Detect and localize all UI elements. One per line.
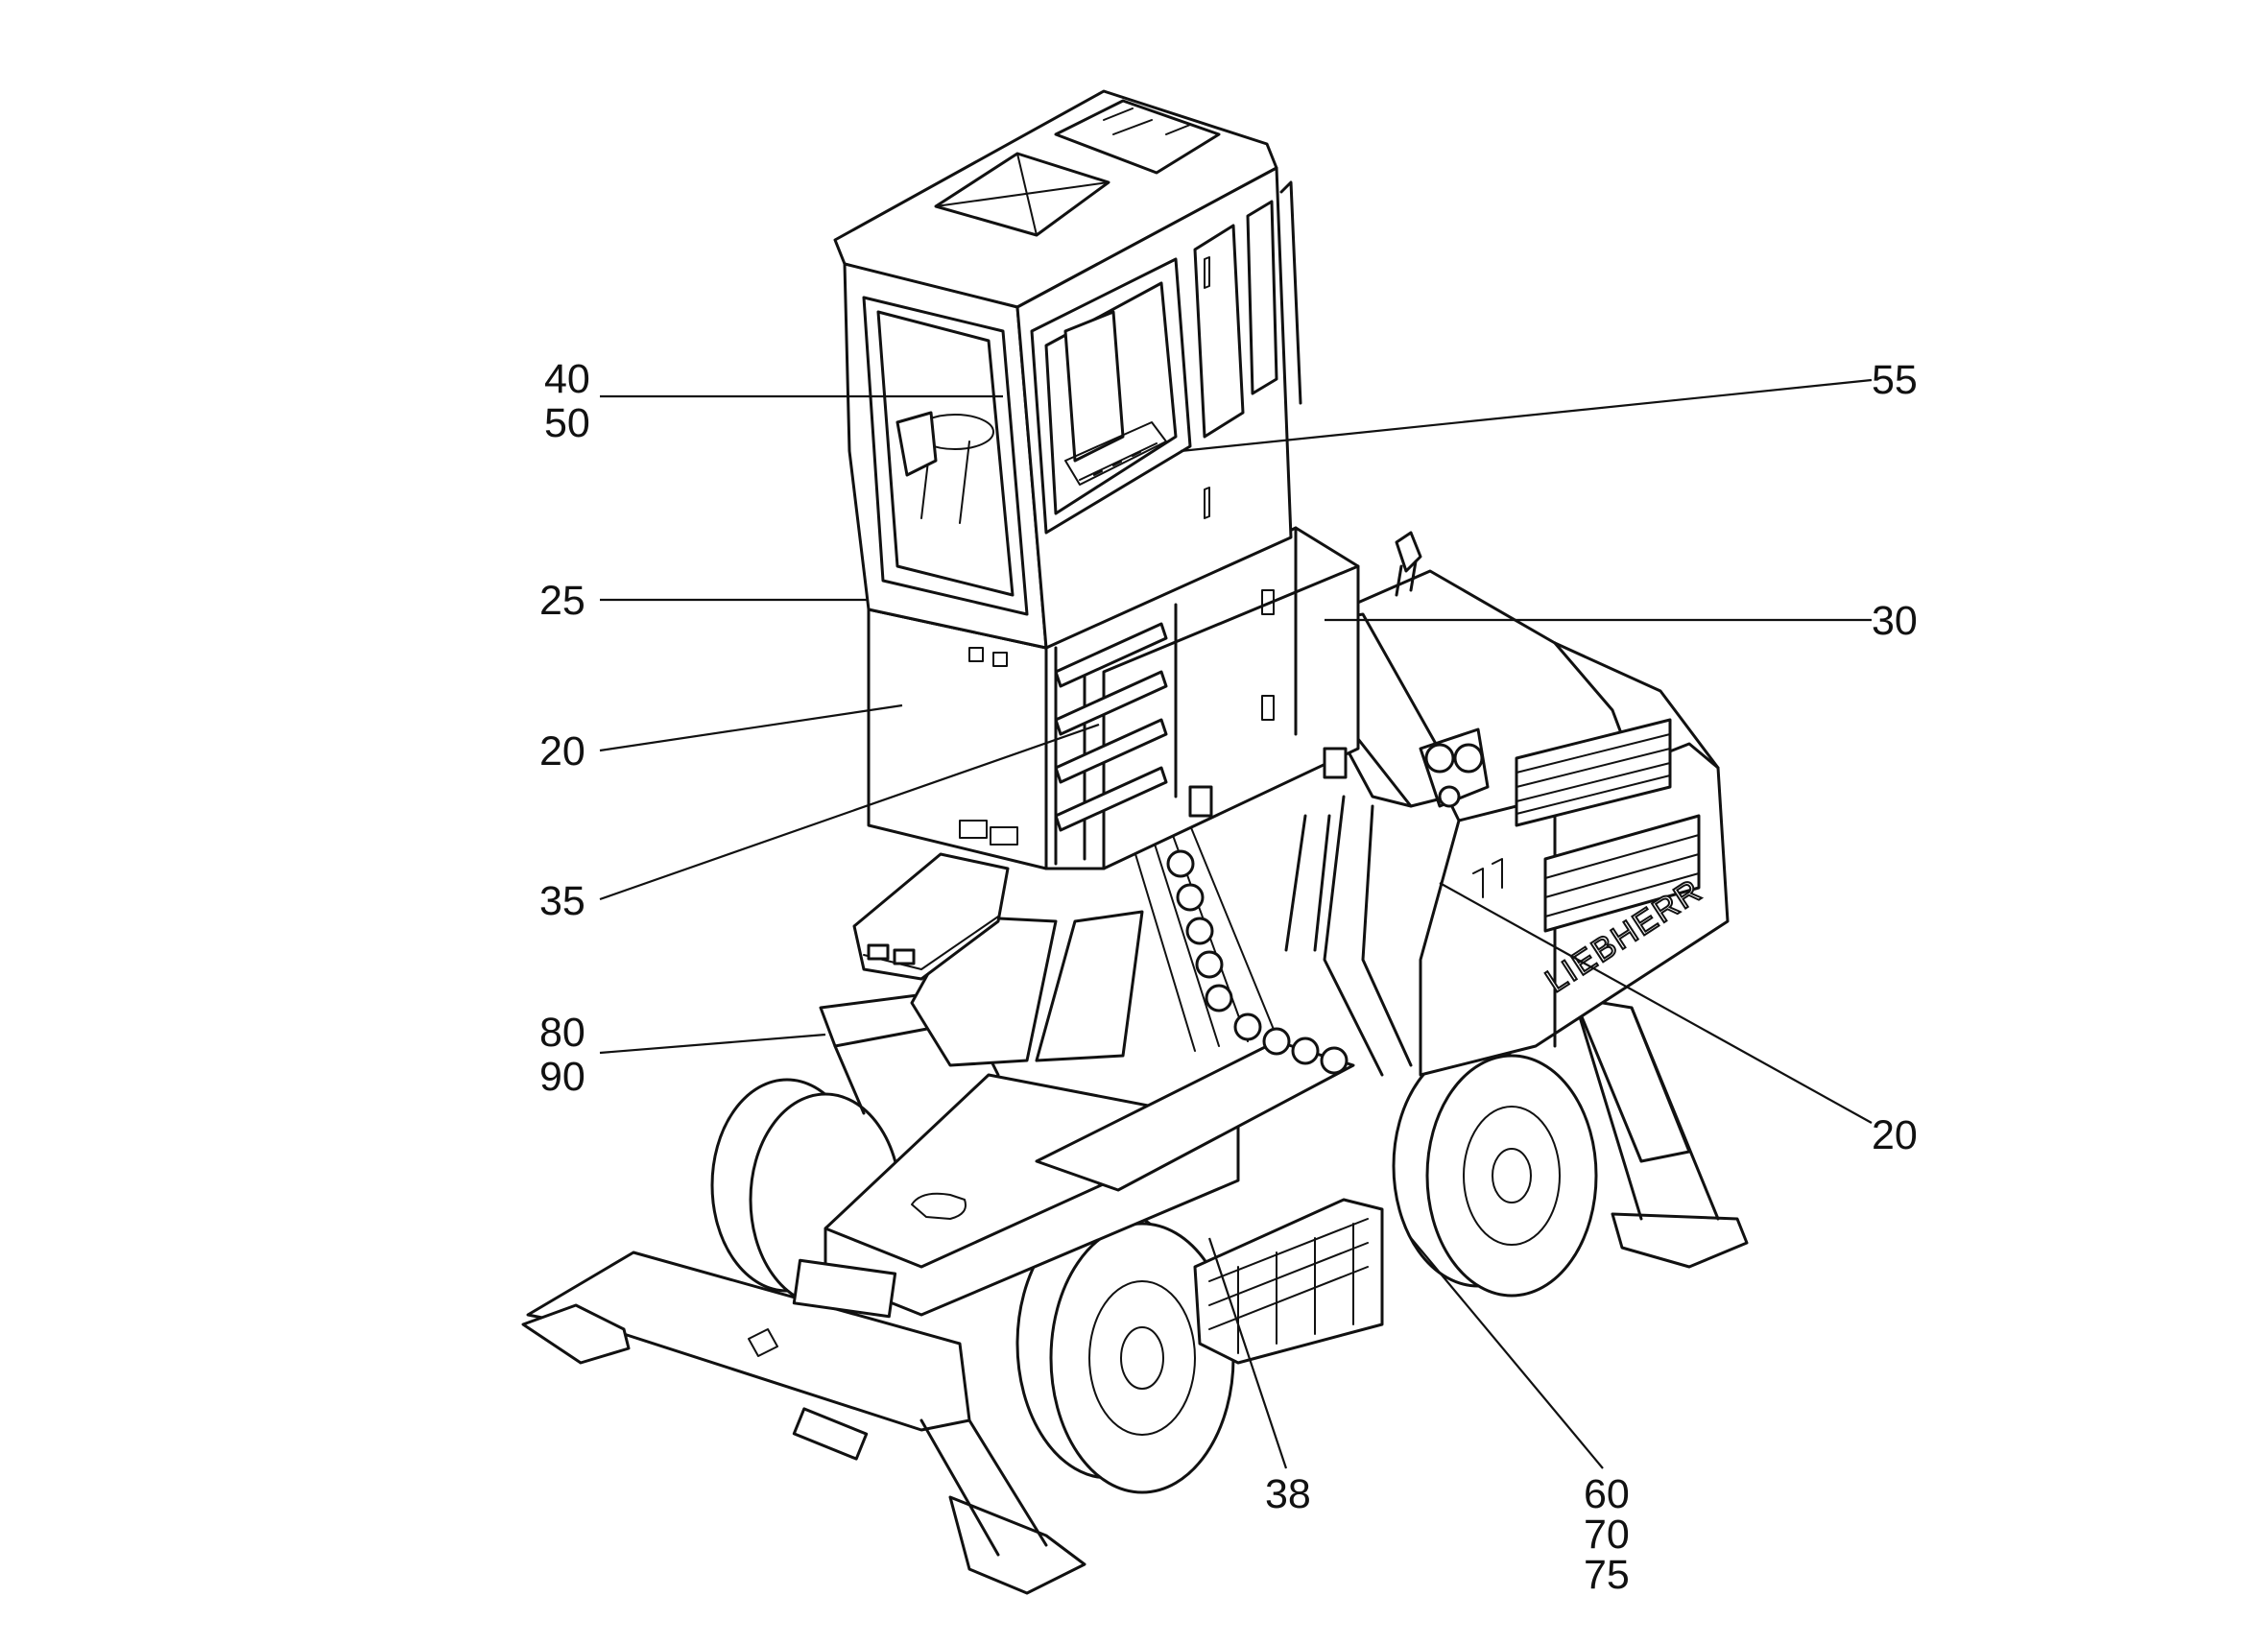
callout-38: 38: [1265, 1471, 1311, 1517]
exhaust-stack: [1395, 531, 1422, 573]
leader-38: [1207, 1237, 1288, 1469]
callout-50: 50: [544, 400, 590, 446]
leader-55: [1180, 378, 1873, 453]
right-outrigger-foot: [1611, 1212, 1749, 1269]
callout-55: 55: [1872, 357, 1918, 403]
callout-60: 60: [1584, 1471, 1630, 1517]
callout-90: 90: [539, 1054, 585, 1100]
leader-20-right: [1439, 882, 1873, 1124]
right-wheel-pair: [1392, 1044, 1598, 1298]
control-console: [895, 411, 938, 477]
access-ladder: [1054, 622, 1168, 866]
leader-lines: [599, 378, 1873, 1469]
callout-20-right: 20: [1872, 1112, 1918, 1158]
engine-grille: [1515, 718, 1701, 933]
operator-seat: [1063, 310, 1125, 463]
left-outrigger-foot: [948, 1495, 1086, 1595]
left-step: [792, 1407, 869, 1461]
turntable-deck: [852, 852, 1010, 981]
callout-20-left: 20: [539, 728, 585, 774]
operator-cab: [833, 89, 1302, 650]
left-step-plate: [792, 1258, 897, 1319]
slewing-column-and-hoses: [852, 824, 1349, 1075]
callout-35: 35: [539, 878, 585, 924]
front-guard-cage: [1193, 1198, 1384, 1365]
callout-30: 30: [1872, 598, 1918, 644]
hose-bundle: [1132, 824, 1349, 1075]
callout-25: 25: [539, 578, 585, 624]
leader-35: [599, 723, 1100, 901]
callout-70: 70: [1584, 1512, 1630, 1558]
callout-labels: 40 50 25 20 35 80 90 55 30 20 38 60 70 7…: [539, 356, 1918, 1598]
cab-riser-left-box: [867, 608, 1048, 870]
leader-20-left: [599, 703, 903, 752]
callout-80: 80: [539, 1010, 585, 1056]
callout-40: 40: [544, 356, 590, 402]
access-ramp: [1035, 1039, 1355, 1192]
callout-75: 75: [1584, 1552, 1630, 1598]
undercarriage: [521, 987, 1749, 1595]
leader-80-90: [599, 1033, 826, 1055]
leader-60-70-75: [1410, 1237, 1604, 1469]
